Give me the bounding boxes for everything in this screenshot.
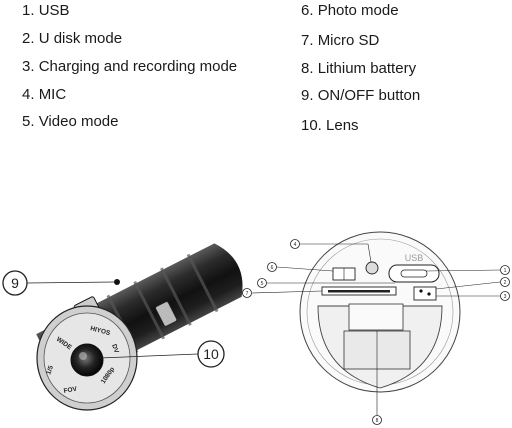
callout-1: 1: [425, 265, 510, 275]
usb-port-label: USB: [405, 253, 424, 263]
rear-panel: USB: [299, 231, 461, 393]
legend-number: 8.: [301, 60, 314, 77]
lens-ring-dv: DV: [110, 343, 120, 355]
legend-text: Video mode: [38, 113, 119, 130]
callout-4-label: 4: [294, 242, 297, 248]
mic-hole: [365, 261, 379, 275]
callout-3: 3: [436, 291, 510, 301]
callout-7: 7: [242, 288, 323, 298]
legend-text: ON/OFF button: [317, 87, 421, 104]
legend-item-usb: 1. USB: [22, 2, 70, 20]
legend-number: 5.: [22, 113, 35, 130]
legend-item-on-off-button: 9. ON/OFF button: [301, 87, 420, 105]
callout-2: 2: [435, 277, 510, 290]
legend-text: Lens: [326, 117, 359, 134]
callout-8-label: 8: [376, 418, 379, 424]
callout-10-label: 10: [203, 346, 219, 362]
legend-number: 9.: [301, 87, 314, 104]
legend-item-lens: 10. Lens: [301, 117, 359, 135]
legend-item-u-disk-mode: 2. U disk mode: [22, 30, 122, 48]
legend-text: U disk mode: [38, 30, 123, 47]
callout-5-label: 5: [261, 281, 264, 287]
lens-ring-fov: FOV: [63, 386, 78, 395]
legend-item-mic: 4. MIC: [22, 86, 66, 104]
legend-text: Charging and recording mode: [38, 58, 238, 75]
legend-text: MIC: [38, 86, 67, 103]
callout-5: 5: [257, 278, 395, 288]
legend-text: Lithium battery: [317, 60, 417, 77]
camera-body: WIDE HIYOS DV 1080p FOV 1/5: [36, 243, 243, 411]
callout-6: 6: [267, 262, 334, 272]
lens-ring-ratio: 1/5: [45, 364, 55, 375]
callout-7-label: 7: [246, 291, 249, 297]
legend-number: 7.: [301, 32, 314, 49]
legend-text: USB: [38, 2, 70, 19]
legend-item-charging-mode: 3. Charging and recording mode: [22, 58, 237, 76]
legend-text: Photo mode: [317, 2, 399, 19]
lens-icon: [70, 343, 104, 377]
callout-8: 8: [372, 331, 382, 425]
callout-1-label: 1: [504, 268, 507, 274]
callout-9: 9: [2, 270, 116, 296]
legend-number: 3.: [22, 58, 35, 75]
callout-6-label: 6: [271, 265, 274, 271]
legend-number: 1.: [22, 2, 35, 19]
legend-item-micro-sd: 7. Micro SD: [301, 32, 379, 50]
legend-text: Micro SD: [317, 32, 380, 49]
callout-2-label: 2: [504, 280, 507, 286]
callout-10: 10: [99, 340, 225, 368]
legend-number: 6.: [301, 2, 314, 19]
mode-switch: [413, 286, 437, 301]
legend-number: 10.: [301, 117, 322, 134]
callout-4: 4: [290, 239, 372, 263]
legend-number: 4.: [22, 86, 35, 103]
legend-item-lithium-battery: 8. Lithium battery: [301, 60, 416, 78]
legend-item-video-mode: 5. Video mode: [22, 113, 118, 131]
callout-9-label: 9: [11, 275, 19, 291]
legend-item-photo-mode: 6. Photo mode: [301, 2, 399, 20]
callout-3-label: 3: [504, 294, 507, 300]
legend-number: 2.: [22, 30, 35, 47]
